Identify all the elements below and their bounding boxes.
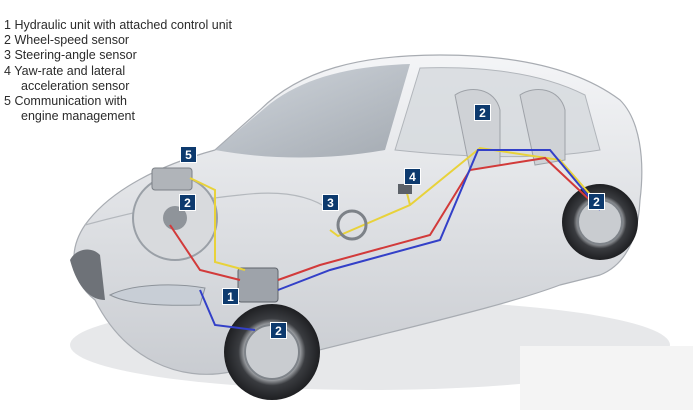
hydraulic-unit bbox=[237, 267, 279, 303]
hood-line bbox=[84, 192, 331, 226]
legend-item-continuation: acceleration sensor bbox=[21, 78, 130, 93]
callout-badge-yaw-rate: 4 bbox=[404, 168, 421, 185]
legend-item-continuation: engine management bbox=[21, 109, 135, 124]
windshield bbox=[215, 64, 410, 158]
light-panel bbox=[520, 346, 693, 410]
legend-item: 2 Wheel-speed sensor bbox=[4, 33, 130, 48]
steering-wheel bbox=[336, 209, 368, 241]
legend: 1 Hydraulic unit with attached control u… bbox=[4, 18, 232, 124]
callout-badge-engine-mgmt: 5 bbox=[180, 146, 197, 163]
callout-badge-wheel-sensor: 2 bbox=[179, 194, 196, 211]
engine-module bbox=[151, 167, 193, 191]
grille bbox=[70, 249, 105, 300]
callout-badge-hydraulic-unit: 1 bbox=[222, 288, 239, 305]
legend-item: 5 Communication with bbox=[4, 94, 127, 109]
callout-badge-steering-angle: 3 bbox=[322, 194, 339, 211]
wire-red bbox=[169, 156, 596, 281]
legend-item: 1 Hydraulic unit with attached control u… bbox=[4, 18, 232, 32]
legend-item: 3 Steering-angle sensor bbox=[4, 48, 137, 63]
wire-blue bbox=[199, 149, 601, 331]
legend-item: 4 Yaw-rate and lateral bbox=[4, 63, 126, 78]
callout-badge-wheel-sensor: 2 bbox=[474, 104, 491, 121]
seat bbox=[519, 89, 566, 166]
callout-badge-wheel-sensor: 2 bbox=[588, 193, 605, 210]
callout-badge-wheel-sensor: 2 bbox=[270, 322, 287, 339]
brake-disc-hub bbox=[163, 206, 187, 230]
yaw-sensor bbox=[398, 184, 412, 194]
